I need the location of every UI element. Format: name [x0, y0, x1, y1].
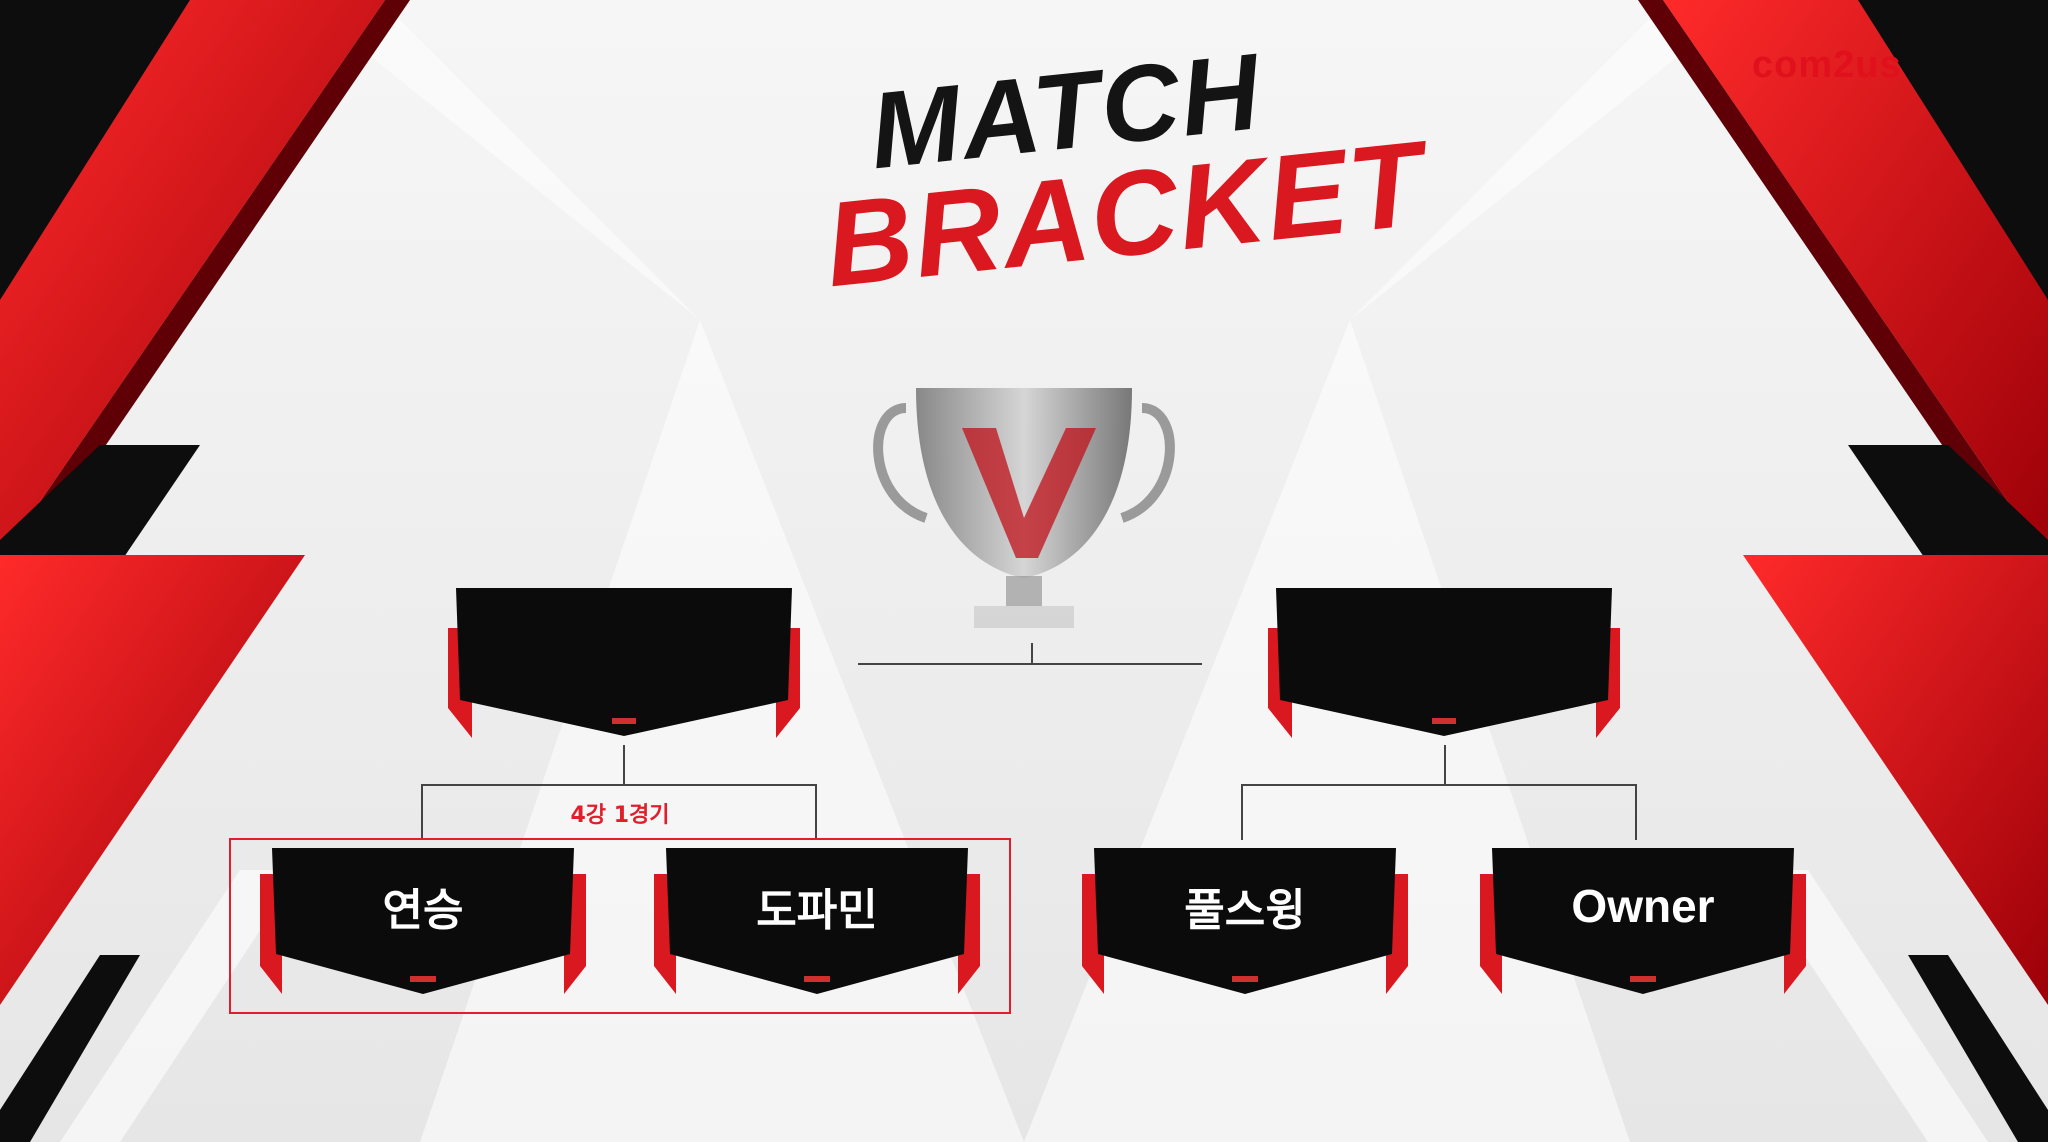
team-plate-yeonseung[interactable]: 연승 — [258, 848, 588, 1004]
connector-right-h — [1241, 784, 1637, 786]
team-plate-dopamine[interactable]: 도파민 — [652, 848, 982, 1004]
connector-left-v2 — [815, 784, 817, 840]
final-plate-right — [1262, 588, 1626, 748]
connector-right-v1 — [1241, 784, 1243, 840]
team-plate-owner[interactable]: Owner — [1478, 848, 1808, 1004]
team-plate-fullswing[interactable]: 풀스윙 — [1080, 848, 1410, 1004]
team-label: 도파민 — [756, 885, 878, 936]
team-label: 연승 — [382, 885, 464, 936]
connector-final-v — [1031, 643, 1033, 665]
brand-logo: com2us — [1752, 44, 1902, 86]
connector-right-v-top — [1444, 745, 1446, 785]
connector-left-v1 — [421, 784, 423, 840]
connector-right-v2 — [1635, 784, 1637, 840]
team-label: Owner — [1571, 880, 1715, 932]
final-right-label — [1262, 588, 1626, 704]
match-highlight-box — [229, 838, 1011, 1014]
match-label: 4강 1경기 — [570, 803, 670, 828]
trophy-icon — [873, 388, 1175, 628]
connector-final-h — [858, 663, 1202, 665]
final-left-label — [442, 588, 806, 704]
connector-left-h — [421, 784, 817, 786]
team-label: 풀스윙 — [1184, 885, 1306, 936]
final-plate-left — [442, 588, 806, 748]
connector-left-v-top — [623, 745, 625, 785]
